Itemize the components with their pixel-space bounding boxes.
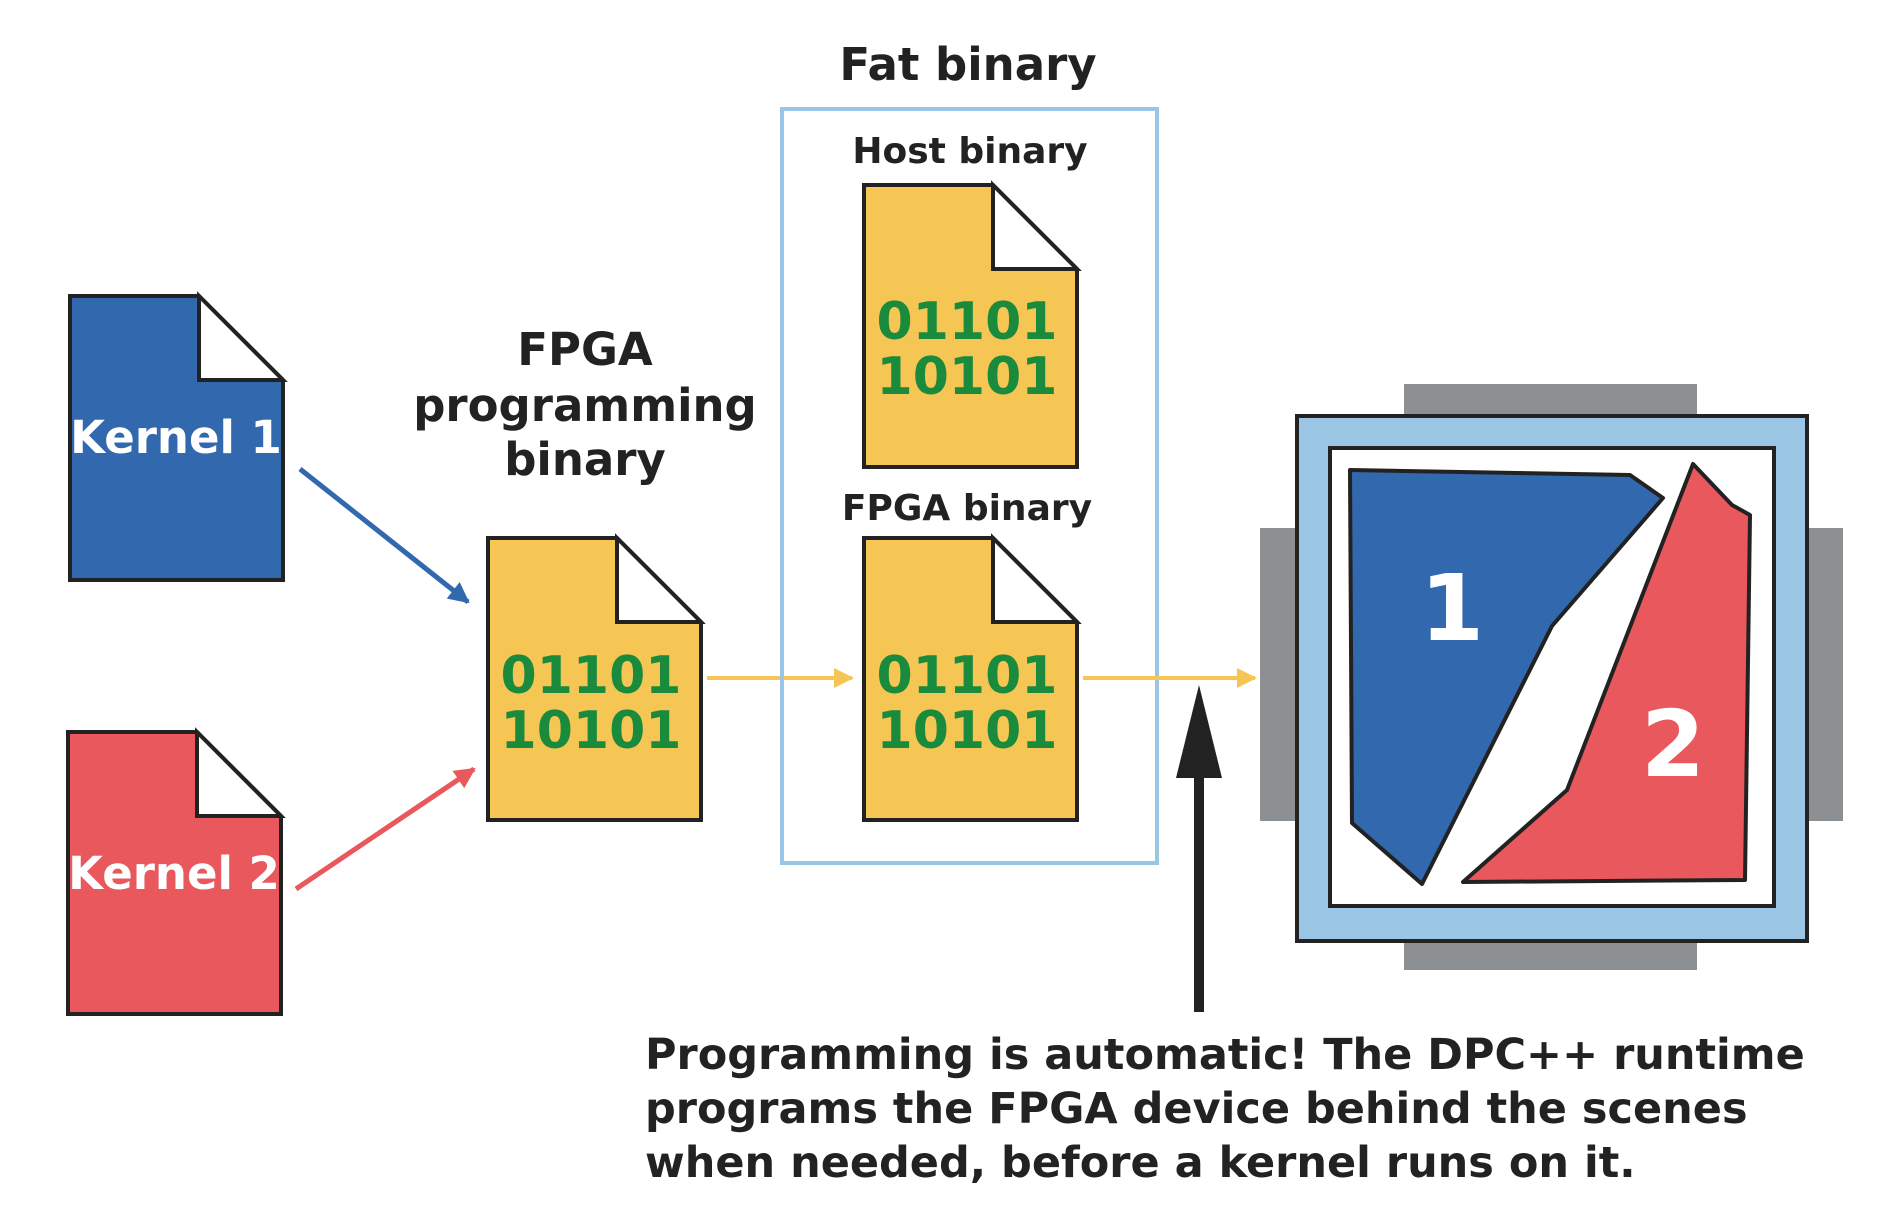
kernel-2-arrow [294,766,476,892]
host-binary-bits-line-1: 01101 [877,292,1058,352]
chip-pin-bottom [1404,940,1697,970]
document-icon [862,180,1082,469]
fpga-chip-icon [1260,384,1843,970]
kernel-1-document: Kernel 1 [68,291,288,582]
host-binary-bits-line-2: 10101 [877,347,1058,407]
chip-pin-right [1803,528,1843,821]
caption-line-3: when needed, before a kernel runs on it. [645,1138,1636,1188]
kernel-1-region-number: 1 [1420,555,1484,662]
fpga-programming-binary: FPGA programming binary 01101 10101 [413,323,757,822]
kernel-1-arrow [298,467,470,604]
fpga-programming-binary-bits-line-2: 10101 [501,701,682,761]
runtime-pointer-arrow [1176,685,1222,1012]
caption-line-1: Programming is automatic! The DPC++ runt… [645,1030,1805,1080]
fpga-device: 1 2 [1260,384,1843,970]
kernel-2-label: Kernel 2 [68,847,280,900]
document-icon [68,291,288,582]
fat-binary-container: Fat binary Host binary 01101 10101 FPGA … [780,38,1159,865]
fpga-programming-binary-label-line-3: binary [504,433,666,486]
fpga-binary-bits-line-1: 01101 [877,646,1058,706]
caption: Programming is automatic! The DPC++ runt… [645,1030,1805,1188]
kernel-2-document: Kernel 2 [66,727,286,1016]
chip-pin-left [1260,528,1300,821]
kernel-2-region [1461,462,1752,884]
fpga-binary-bits-line-2: 10101 [877,701,1058,761]
chip-pin-top [1404,384,1697,416]
fpga-programming-binary-label-line-2: programming [413,379,757,432]
host-binary-label: Host binary [852,131,1087,172]
fat-binary-frame [780,107,1159,865]
fat-binary-title: Fat binary [839,38,1096,91]
fpga-binary: FPGA binary 01101 10101 [842,488,1092,822]
fpga-binary-label: FPGA binary [842,488,1092,529]
document-icon [66,727,286,1016]
document-icon [486,533,706,822]
kernel-2-region-number: 2 [1641,691,1705,798]
document-icon [862,533,1082,822]
kernel-1-region [1348,468,1665,886]
fpga-programming-binary-label-line-1: FPGA [517,323,653,376]
host-binary: Host binary 01101 10101 [852,131,1088,469]
caption-line-2: programs the FPGA device behind the scen… [645,1084,1748,1134]
fpga-programming-binary-bits-line-1: 01101 [501,646,682,706]
kernel-1-label: Kernel 1 [70,411,282,464]
